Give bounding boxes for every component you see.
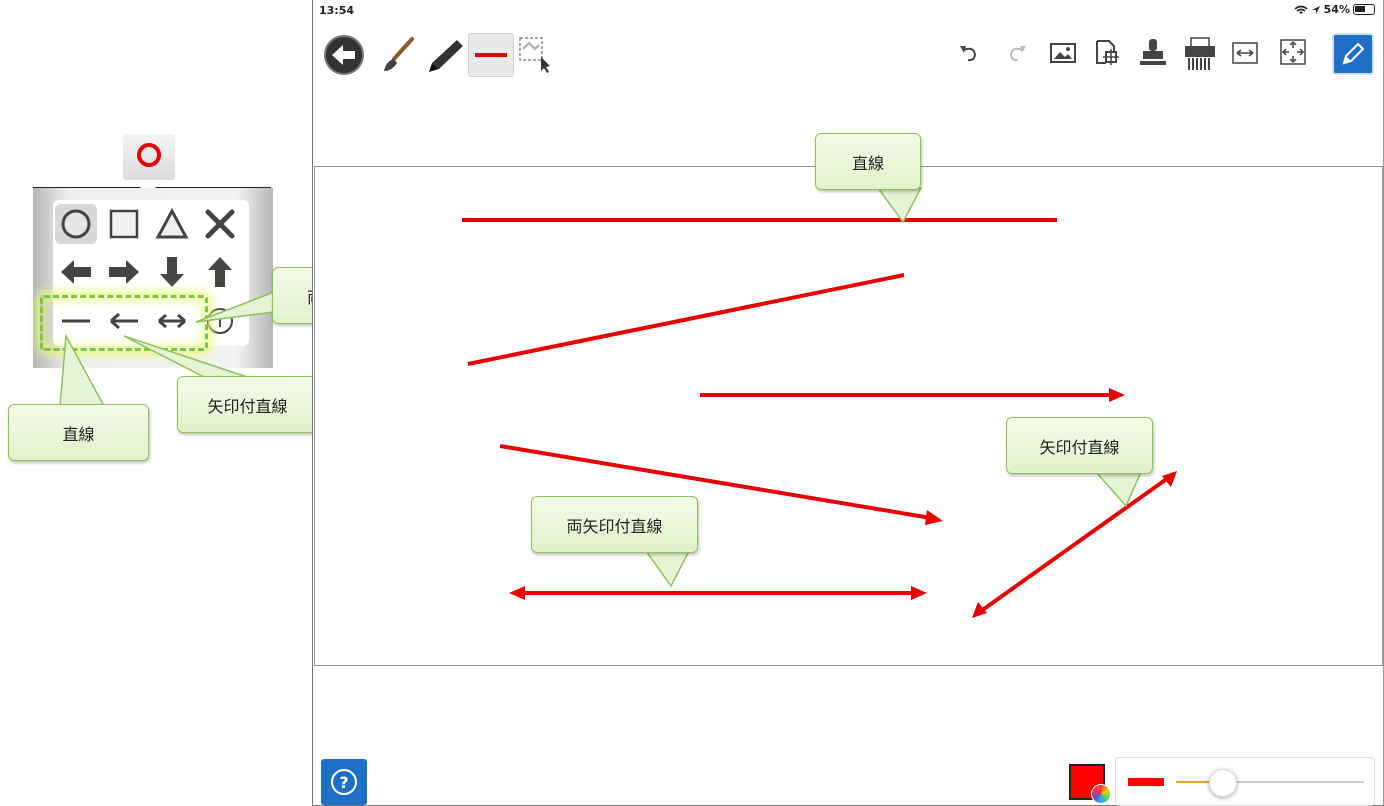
shape-arrow-right-button[interactable] [103, 252, 145, 292]
popover-pointer [140, 180, 156, 188]
callout-tail [644, 550, 691, 588]
shape-double-arrow-line-button[interactable] [151, 300, 193, 340]
palette-panel [33, 188, 273, 368]
shape-line-button[interactable] [55, 300, 97, 340]
pencil-icon [1342, 42, 1365, 65]
arrow-down-icon [160, 257, 184, 287]
double-arrow-line-icon [158, 313, 186, 329]
insert-image-button[interactable] [1047, 38, 1079, 68]
shape-cross-button[interactable] [199, 204, 241, 244]
arrow-left-icon [61, 260, 91, 284]
canvas-drawn-shapes [462, 187, 1177, 618]
location-icon [1311, 5, 1320, 14]
line-tools-highlight [40, 295, 208, 351]
line-width-slider-fill [1176, 781, 1223, 783]
square-icon [109, 209, 139, 239]
callout-palette-arrow-line: 矢印付直線 [177, 376, 318, 433]
drawing-app-window: 13:54 54% [312, 0, 1384, 806]
cross-icon [205, 209, 235, 239]
help-icon: ? [331, 769, 357, 795]
wifi-icon [1294, 5, 1308, 14]
undo-icon [960, 46, 977, 62]
line-icon [62, 319, 90, 323]
arrow-up-icon [208, 257, 232, 287]
lasso-select-button[interactable] [517, 35, 557, 75]
fit-width-icon [1232, 42, 1258, 64]
line-width-slider-track[interactable] [1176, 781, 1364, 783]
marker-icon [429, 40, 463, 72]
lasso-select-icon [519, 37, 550, 73]
drawn-double-arrow-line [509, 586, 927, 600]
arrow-right-icon [109, 260, 139, 284]
stamp-icon [1140, 39, 1166, 65]
callout-canvas-arrow-line: 矢印付直線 [1006, 417, 1153, 474]
fit-width-button[interactable] [1229, 38, 1261, 68]
arrow-line-icon [110, 312, 138, 330]
shape-arrow-up-button[interactable] [199, 252, 241, 292]
stamp-button[interactable] [1137, 35, 1169, 71]
battery-icon [1353, 4, 1375, 15]
shape-circle-button[interactable] [55, 204, 97, 244]
shape-palette-popover [33, 130, 273, 370]
triangle-icon [155, 207, 189, 239]
drawn-arrow-line-diagonal [499, 444, 943, 525]
status-indicators: 54% [1294, 3, 1375, 16]
fit-page-icon [1280, 39, 1306, 65]
redo-icon [1009, 46, 1026, 62]
marker-tool-button[interactable] [422, 33, 466, 77]
drawn-diagonal-line [467, 273, 905, 366]
shape-triangle-button[interactable] [151, 204, 193, 244]
circle-icon [61, 209, 91, 239]
image-icon [1050, 43, 1076, 63]
callout-palette-line: 直線 [8, 404, 149, 461]
circle-icon [137, 143, 161, 167]
help-button[interactable]: ? [321, 759, 367, 805]
line-width-panel [1115, 757, 1375, 806]
shape-grid [53, 200, 249, 346]
callout-canvas-double-arrow-line: 両矢印付直線 [531, 496, 698, 553]
line-width-slider-thumb[interactable] [1209, 769, 1237, 797]
line-width-preview [1128, 778, 1164, 786]
color-wheel-icon[interactable] [1091, 784, 1111, 804]
back-button[interactable] [322, 33, 366, 77]
callout-canvas-line: 直線 [815, 133, 921, 190]
status-time: 13:54 [319, 4, 355, 17]
shape-arrow-line-button[interactable] [103, 300, 145, 340]
fit-page-button[interactable] [1277, 36, 1309, 68]
line-icon [475, 53, 507, 57]
drawn-arrow-line-right [700, 388, 1125, 402]
shape-line-tool-button[interactable] [468, 33, 514, 77]
shape-arrow-left-button[interactable] [55, 252, 97, 292]
shape-square-button[interactable] [103, 204, 145, 244]
pen-mode-button[interactable] [1332, 33, 1374, 75]
shredder-button[interactable] [1181, 35, 1219, 73]
drawn-double-arrow-line-diagonal [972, 471, 1177, 618]
callout-tail [876, 187, 923, 224]
crop-button[interactable] [1091, 36, 1123, 70]
current-color-swatch[interactable] [1069, 764, 1105, 800]
shredder-icon [1185, 37, 1215, 70]
brush-icon [384, 37, 414, 71]
brush-tool-button[interactable] [376, 33, 420, 77]
shape-arrow-down-button[interactable] [151, 252, 193, 292]
crop-icon [1096, 40, 1119, 65]
undo-button[interactable] [954, 38, 984, 68]
battery-percent: 54% [1323, 3, 1350, 16]
redo-button[interactable] [1002, 38, 1032, 68]
back-arrow-icon [324, 35, 364, 75]
shape-tool-tab[interactable] [123, 134, 175, 180]
